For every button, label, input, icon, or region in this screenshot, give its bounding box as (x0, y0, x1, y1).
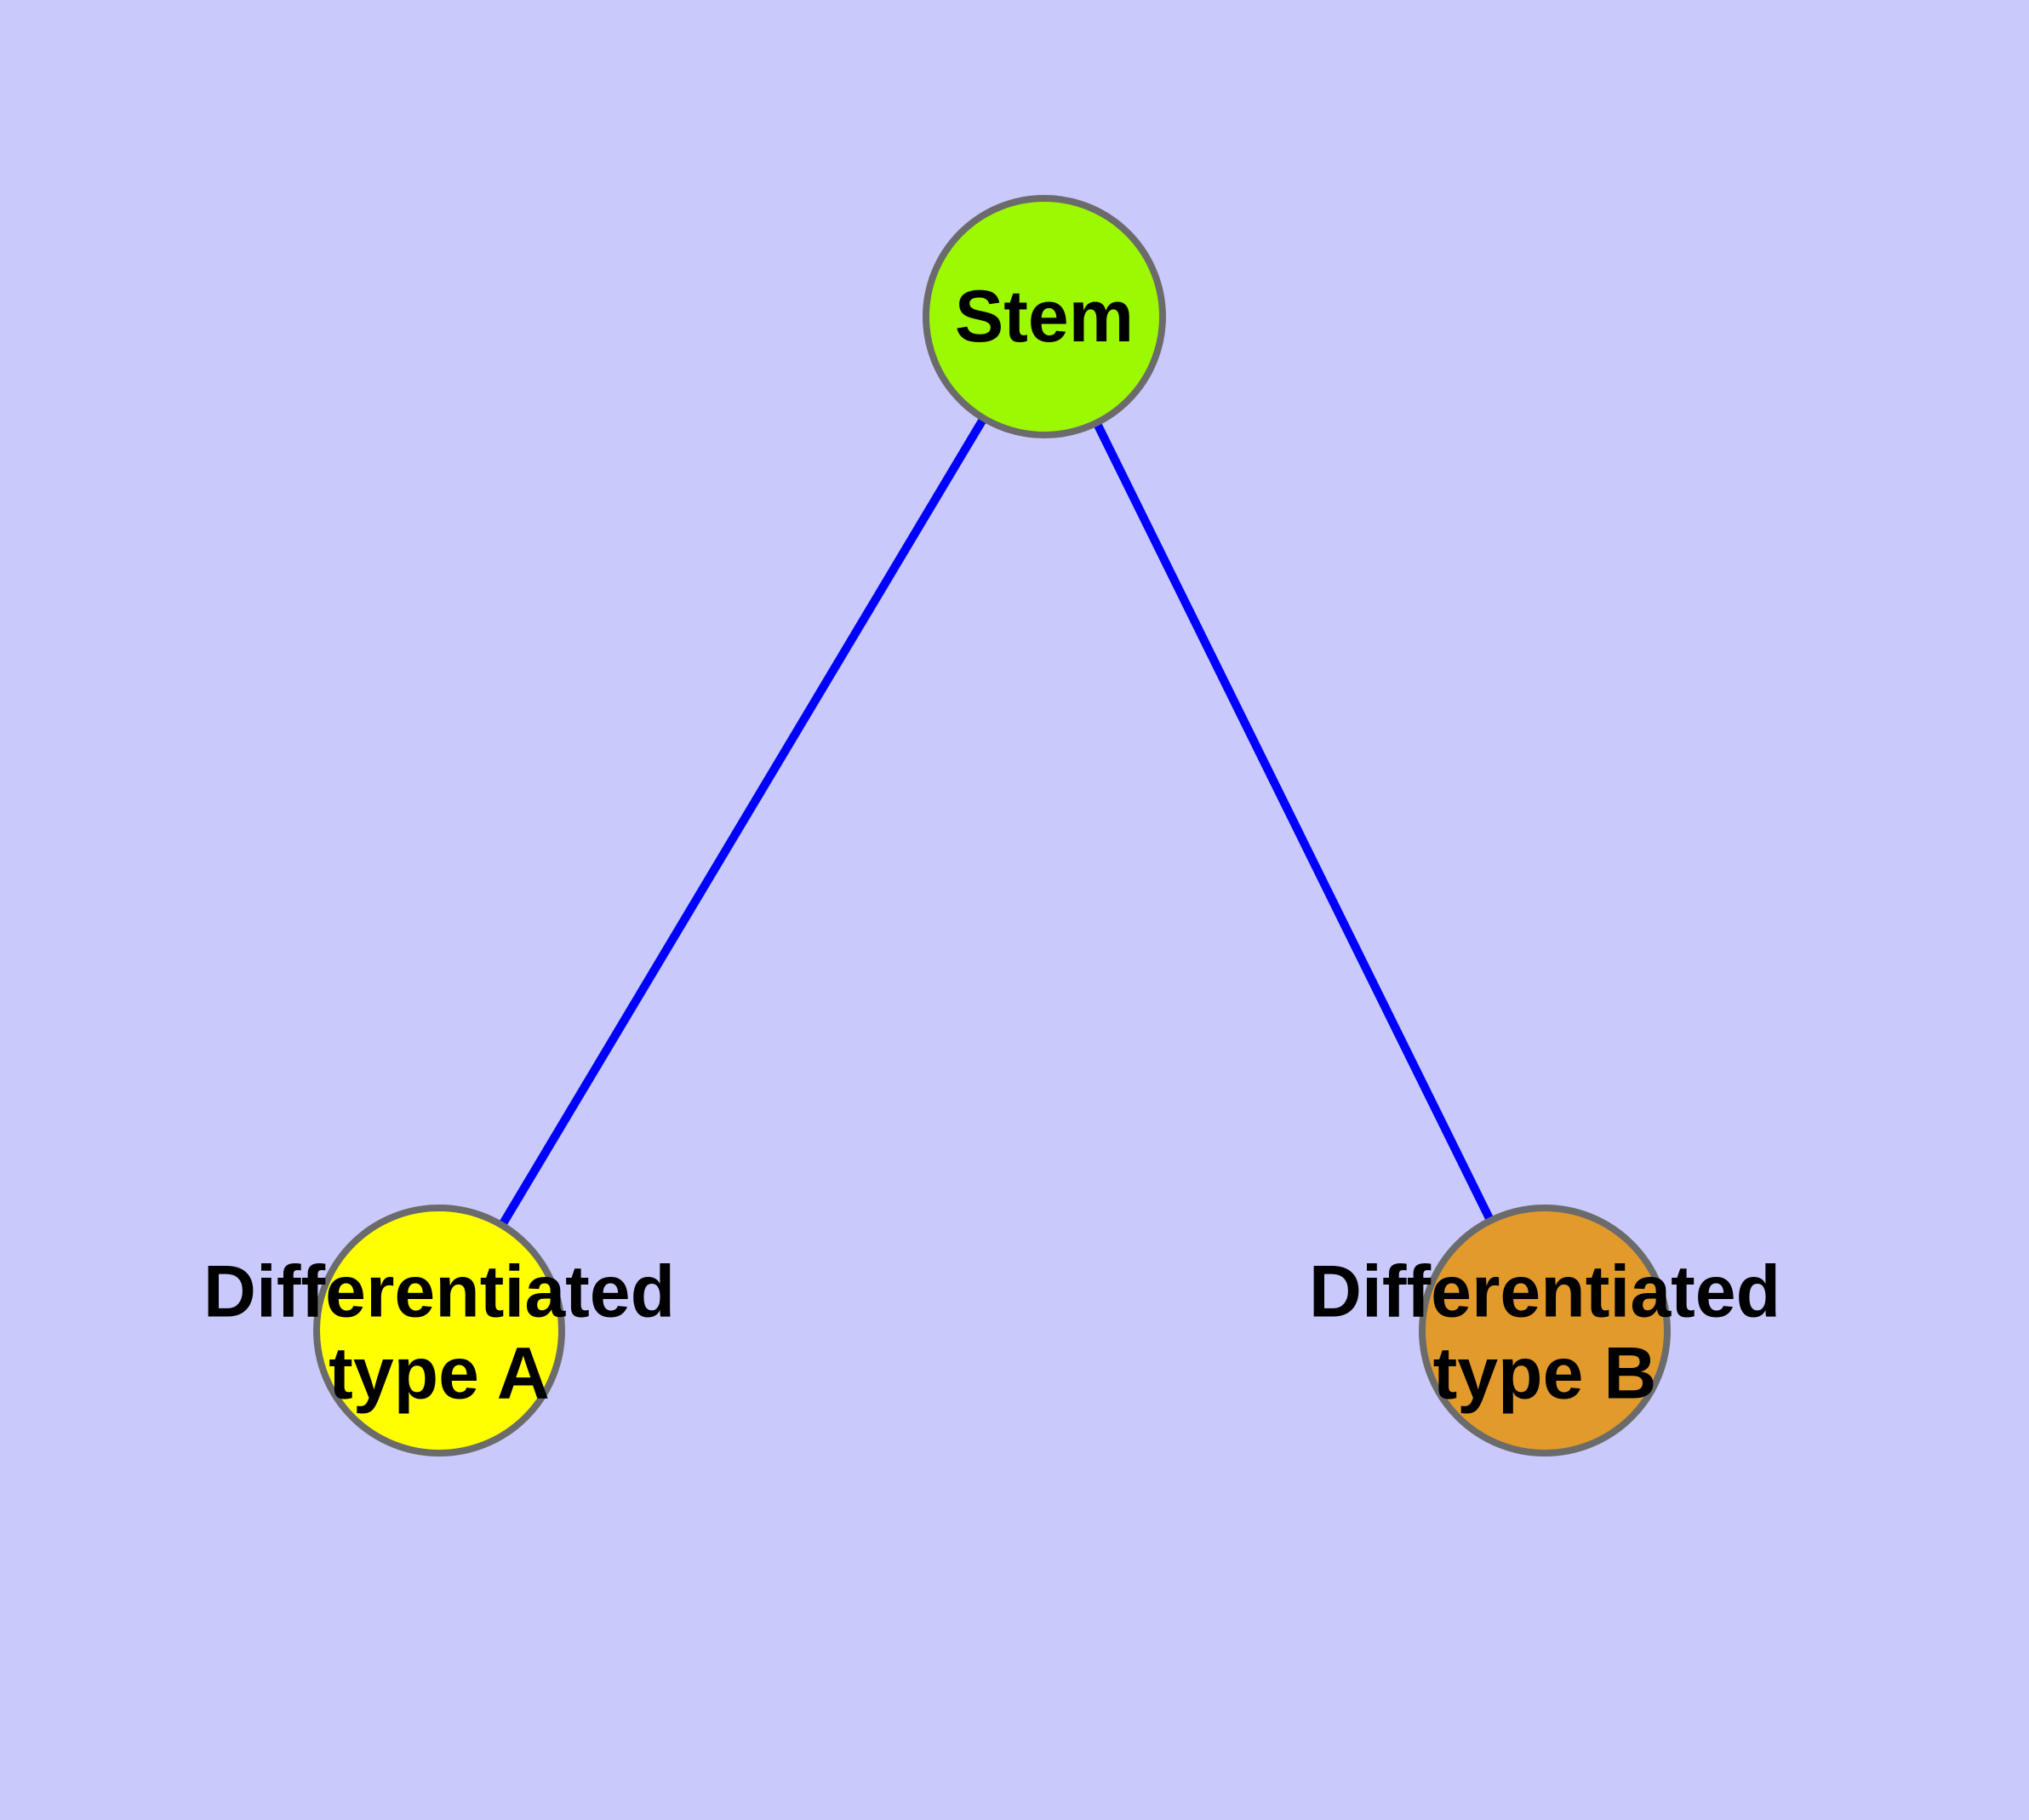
edge-stem-to-diff-b[interactable] (1092, 419, 1495, 1224)
edge-layer (497, 415, 1495, 1229)
edge-stem-to-diff-a[interactable] (497, 415, 989, 1229)
node-diff-b-circle[interactable] (1419, 1205, 1671, 1457)
node-stem-circle[interactable] (923, 195, 1166, 438)
node-layer (313, 195, 1671, 1457)
node-diff-a-circle[interactable] (313, 1205, 565, 1457)
